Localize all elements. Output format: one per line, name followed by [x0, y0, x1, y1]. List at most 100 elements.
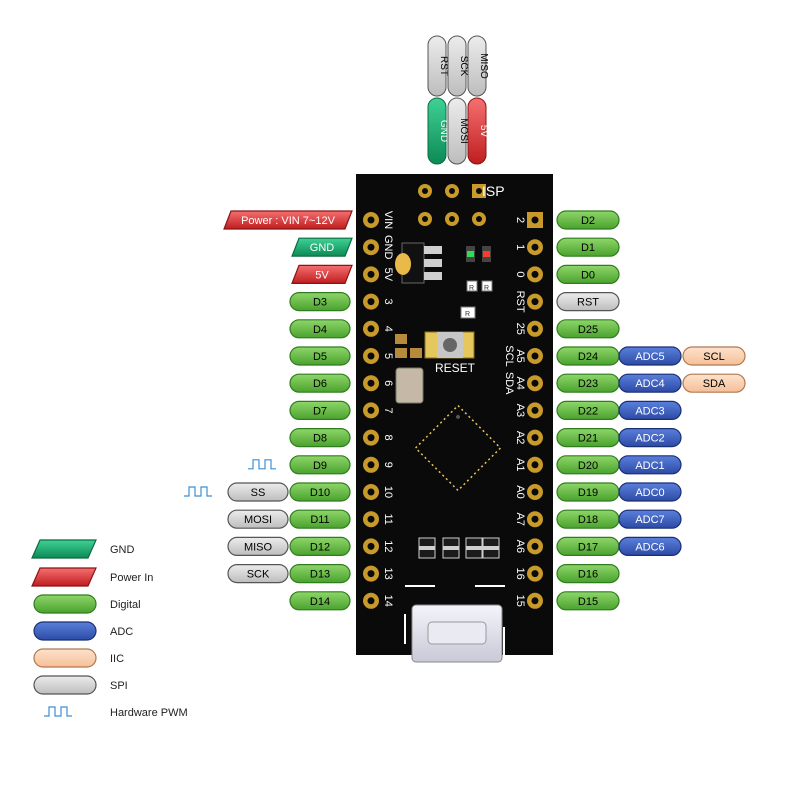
pin-left-d14-bg	[289, 591, 351, 611]
pin-left-d6: D6	[289, 373, 351, 393]
pin-right-d1-text: D1	[581, 242, 595, 254]
pin-right-d16: D16	[556, 563, 620, 584]
silk-right-a1: A1	[514, 458, 526, 471]
spi-sck-text: SCK	[247, 569, 270, 581]
iic-scl-bg	[682, 346, 746, 366]
pin-left-d9-bg	[289, 455, 351, 475]
pin-right-d24-text: D24	[578, 351, 598, 363]
header-pad-hole	[367, 488, 375, 496]
header-pad-hole	[367, 597, 375, 605]
isp-pin-mosi	[447, 97, 467, 165]
legend-hardware-pwm-swatch	[44, 706, 72, 717]
pin-right-d23-text: D23	[578, 378, 598, 390]
pin-left-d3-bg	[289, 292, 351, 312]
isp-label-rst: RST	[438, 56, 449, 76]
pin-left-d14-text: D14	[310, 596, 330, 608]
reset-button[interactable]	[443, 338, 457, 352]
pin-left-5v: 5V	[291, 264, 353, 284]
pin-left-d9: D9	[289, 455, 351, 475]
adc-adc0: ADC0	[618, 482, 682, 502]
adc-adc2-text: ADC2	[635, 433, 664, 445]
pin-right-d2-text: D2	[581, 215, 595, 227]
header-pad-hole	[531, 325, 539, 333]
header-pad-hole	[531, 352, 539, 360]
silk-left-4: 4	[382, 326, 394, 332]
silk-right-a3: A3	[514, 404, 526, 417]
pin-right-d20: D20	[556, 455, 620, 475]
isp-label-mosi: MOSI	[458, 118, 469, 144]
bottom-components	[418, 537, 500, 559]
silk-right-sda: SDA	[503, 372, 515, 395]
pin-left-d6-bg	[289, 373, 351, 393]
pin-right-d2: D2	[556, 210, 620, 230]
pin-right-d21-text: D21	[578, 433, 598, 445]
adc-adc4: ADC4	[618, 373, 682, 393]
pin-right-rst-bg	[556, 292, 620, 312]
pin-left-d5-text: D5	[313, 351, 327, 363]
isp-pad-hole	[449, 216, 455, 222]
pin-right-d16-bg	[556, 563, 620, 584]
pin-right-d25-bg	[556, 319, 620, 339]
silk-right-a4: A4	[514, 376, 526, 389]
spi-sck-bg	[227, 563, 289, 584]
header-pad-hole	[367, 542, 375, 550]
iic-sda-bg	[682, 373, 746, 393]
adc-adc2: ADC2	[618, 428, 682, 448]
pwm-wave-icon	[248, 459, 276, 470]
pin-right-d15-bg	[556, 591, 620, 611]
legend-digital-swatch	[33, 594, 97, 614]
silk-right-1: 1	[514, 244, 526, 250]
smd-capacitor	[395, 334, 407, 344]
header-pad-hole	[367, 216, 375, 224]
pin-left-d7-bg	[289, 400, 351, 420]
isp-pads	[418, 184, 486, 226]
silk-left-11: 11	[382, 513, 394, 524]
pin-left-d14: D14	[289, 591, 351, 611]
silk-right-a6: A6	[514, 540, 526, 553]
pin-left-d11-bg	[289, 509, 351, 529]
pin-right-d0-bg	[556, 264, 620, 284]
silk-left-7: 7	[382, 407, 394, 413]
pin-left-d8-bg	[289, 428, 351, 448]
led-green-light	[467, 251, 474, 257]
adc-adc1-bg	[618, 455, 682, 475]
header-pad-hole	[531, 542, 539, 550]
header-pad-hole	[531, 515, 539, 523]
pin-left-power-vin-7-12v-text: Power : VIN 7~12V	[241, 215, 336, 227]
silk-left-6: 6	[382, 380, 394, 386]
spi-ss-text: SS	[251, 487, 266, 499]
isp-pin-miso	[467, 35, 487, 97]
silk-right-15: 15	[514, 595, 526, 607]
pin-right-d18-text: D18	[578, 514, 598, 526]
adc-adc3-text: ADC3	[635, 405, 664, 417]
pin-right-d25: D25	[556, 319, 620, 339]
header-pad-hole	[531, 216, 539, 224]
pin-left-d13-bg	[289, 563, 351, 584]
resistor-label: R	[465, 311, 470, 318]
pin-right-d24: D24	[556, 346, 620, 366]
resistor-label: R	[484, 285, 489, 292]
pin-left-d8-text: D8	[313, 433, 327, 445]
pin-left-power-vin-7-12v-bg	[223, 210, 353, 230]
legend-digital-label: Digital	[110, 599, 141, 611]
spi-miso-text: MISO	[244, 541, 273, 553]
spi-sck: SCK	[227, 563, 289, 584]
isp-label-sck: SCK	[458, 56, 469, 77]
smd-diode-band	[466, 546, 482, 550]
pin-left-d3: D3	[289, 292, 351, 312]
isp-pad-hole	[449, 188, 455, 194]
silk-left-gnd: GND	[382, 235, 394, 260]
pin-labels: Power : VIN 7~12VGND5VD3D4D5D6D7D8D9D10S…	[184, 210, 746, 611]
pwm-wave-icon	[184, 486, 212, 497]
pin-left-d8: D8	[289, 428, 351, 448]
silk-right-16: 16	[514, 567, 526, 579]
legend-gnd-label: GND	[110, 544, 135, 556]
header-pad-hole	[531, 379, 539, 387]
header-pad-hole	[367, 379, 375, 387]
silk-right-25: 25	[514, 323, 526, 335]
header-pad-hole	[531, 434, 539, 442]
